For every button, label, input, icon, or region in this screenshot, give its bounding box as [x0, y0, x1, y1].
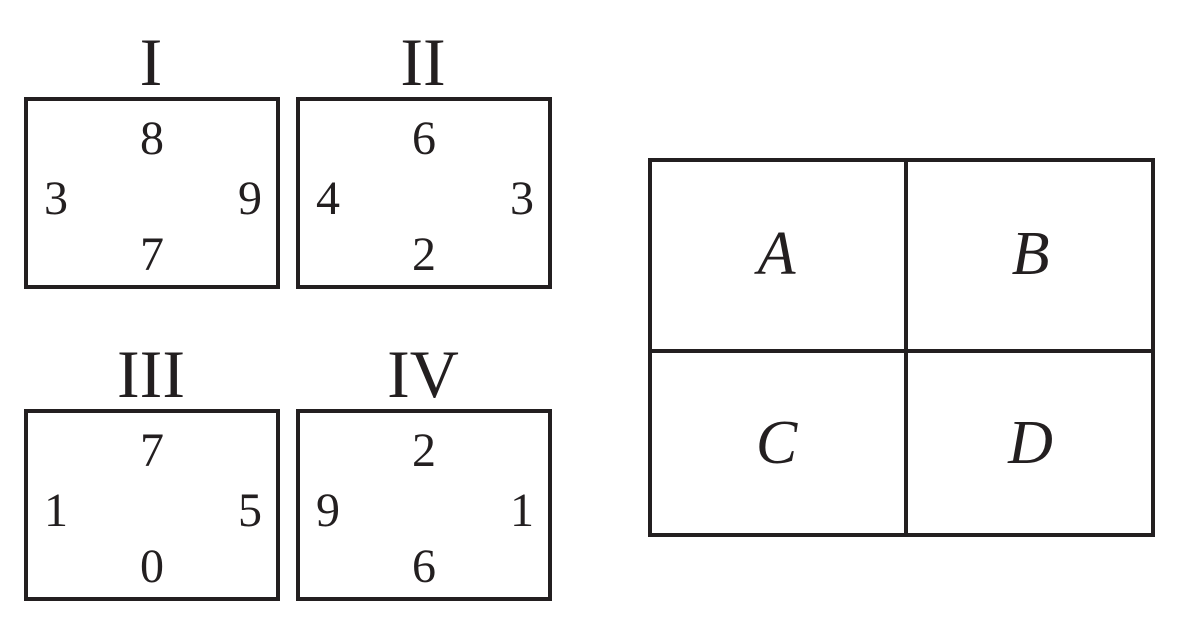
tile-ii-left-number: 4 [316, 172, 340, 225]
tile-ii: 6 4 3 2 [296, 97, 552, 289]
tile-iv-top-number: 2 [412, 424, 436, 477]
grid-cell-c: C [755, 408, 798, 477]
tile-i-top-number: 8 [140, 112, 164, 165]
tile-iv-bottom-number: 6 [412, 540, 436, 593]
placement-grid: A B C D [648, 158, 1155, 537]
tile-iv: 2 9 1 6 [296, 409, 552, 601]
grid-vertical-divider [904, 162, 908, 533]
tile-iii-bottom-number: 0 [140, 540, 164, 593]
tile-iv-left-number: 9 [316, 484, 340, 537]
tile-iii: 7 1 5 0 [24, 409, 280, 601]
grid-cell-a: A [757, 219, 796, 288]
tile-iii-top-number: 7 [140, 424, 164, 477]
tile-title-iii: III [117, 336, 185, 412]
tile-i-left-number: 3 [44, 172, 68, 225]
tile-i: 8 3 9 7 [24, 97, 280, 289]
tile-title-ii: II [400, 24, 446, 100]
tile-title-iv: IV [387, 336, 459, 412]
grid-cell-d: D [1008, 408, 1053, 477]
tile-i-bottom-number: 7 [140, 228, 164, 281]
tile-iii-right-number: 5 [238, 484, 262, 537]
tile-ii-top-number: 6 [412, 112, 436, 165]
tile-ii-right-number: 3 [510, 172, 534, 225]
tile-ii-bottom-number: 2 [412, 228, 436, 281]
tile-iv-right-number: 1 [510, 484, 534, 537]
grid-horizontal-divider [652, 349, 1151, 353]
tile-i-right-number: 9 [238, 172, 262, 225]
grid-cell-b: B [1011, 219, 1050, 288]
tile-iii-left-number: 1 [44, 484, 68, 537]
tile-title-i: I [139, 24, 163, 100]
